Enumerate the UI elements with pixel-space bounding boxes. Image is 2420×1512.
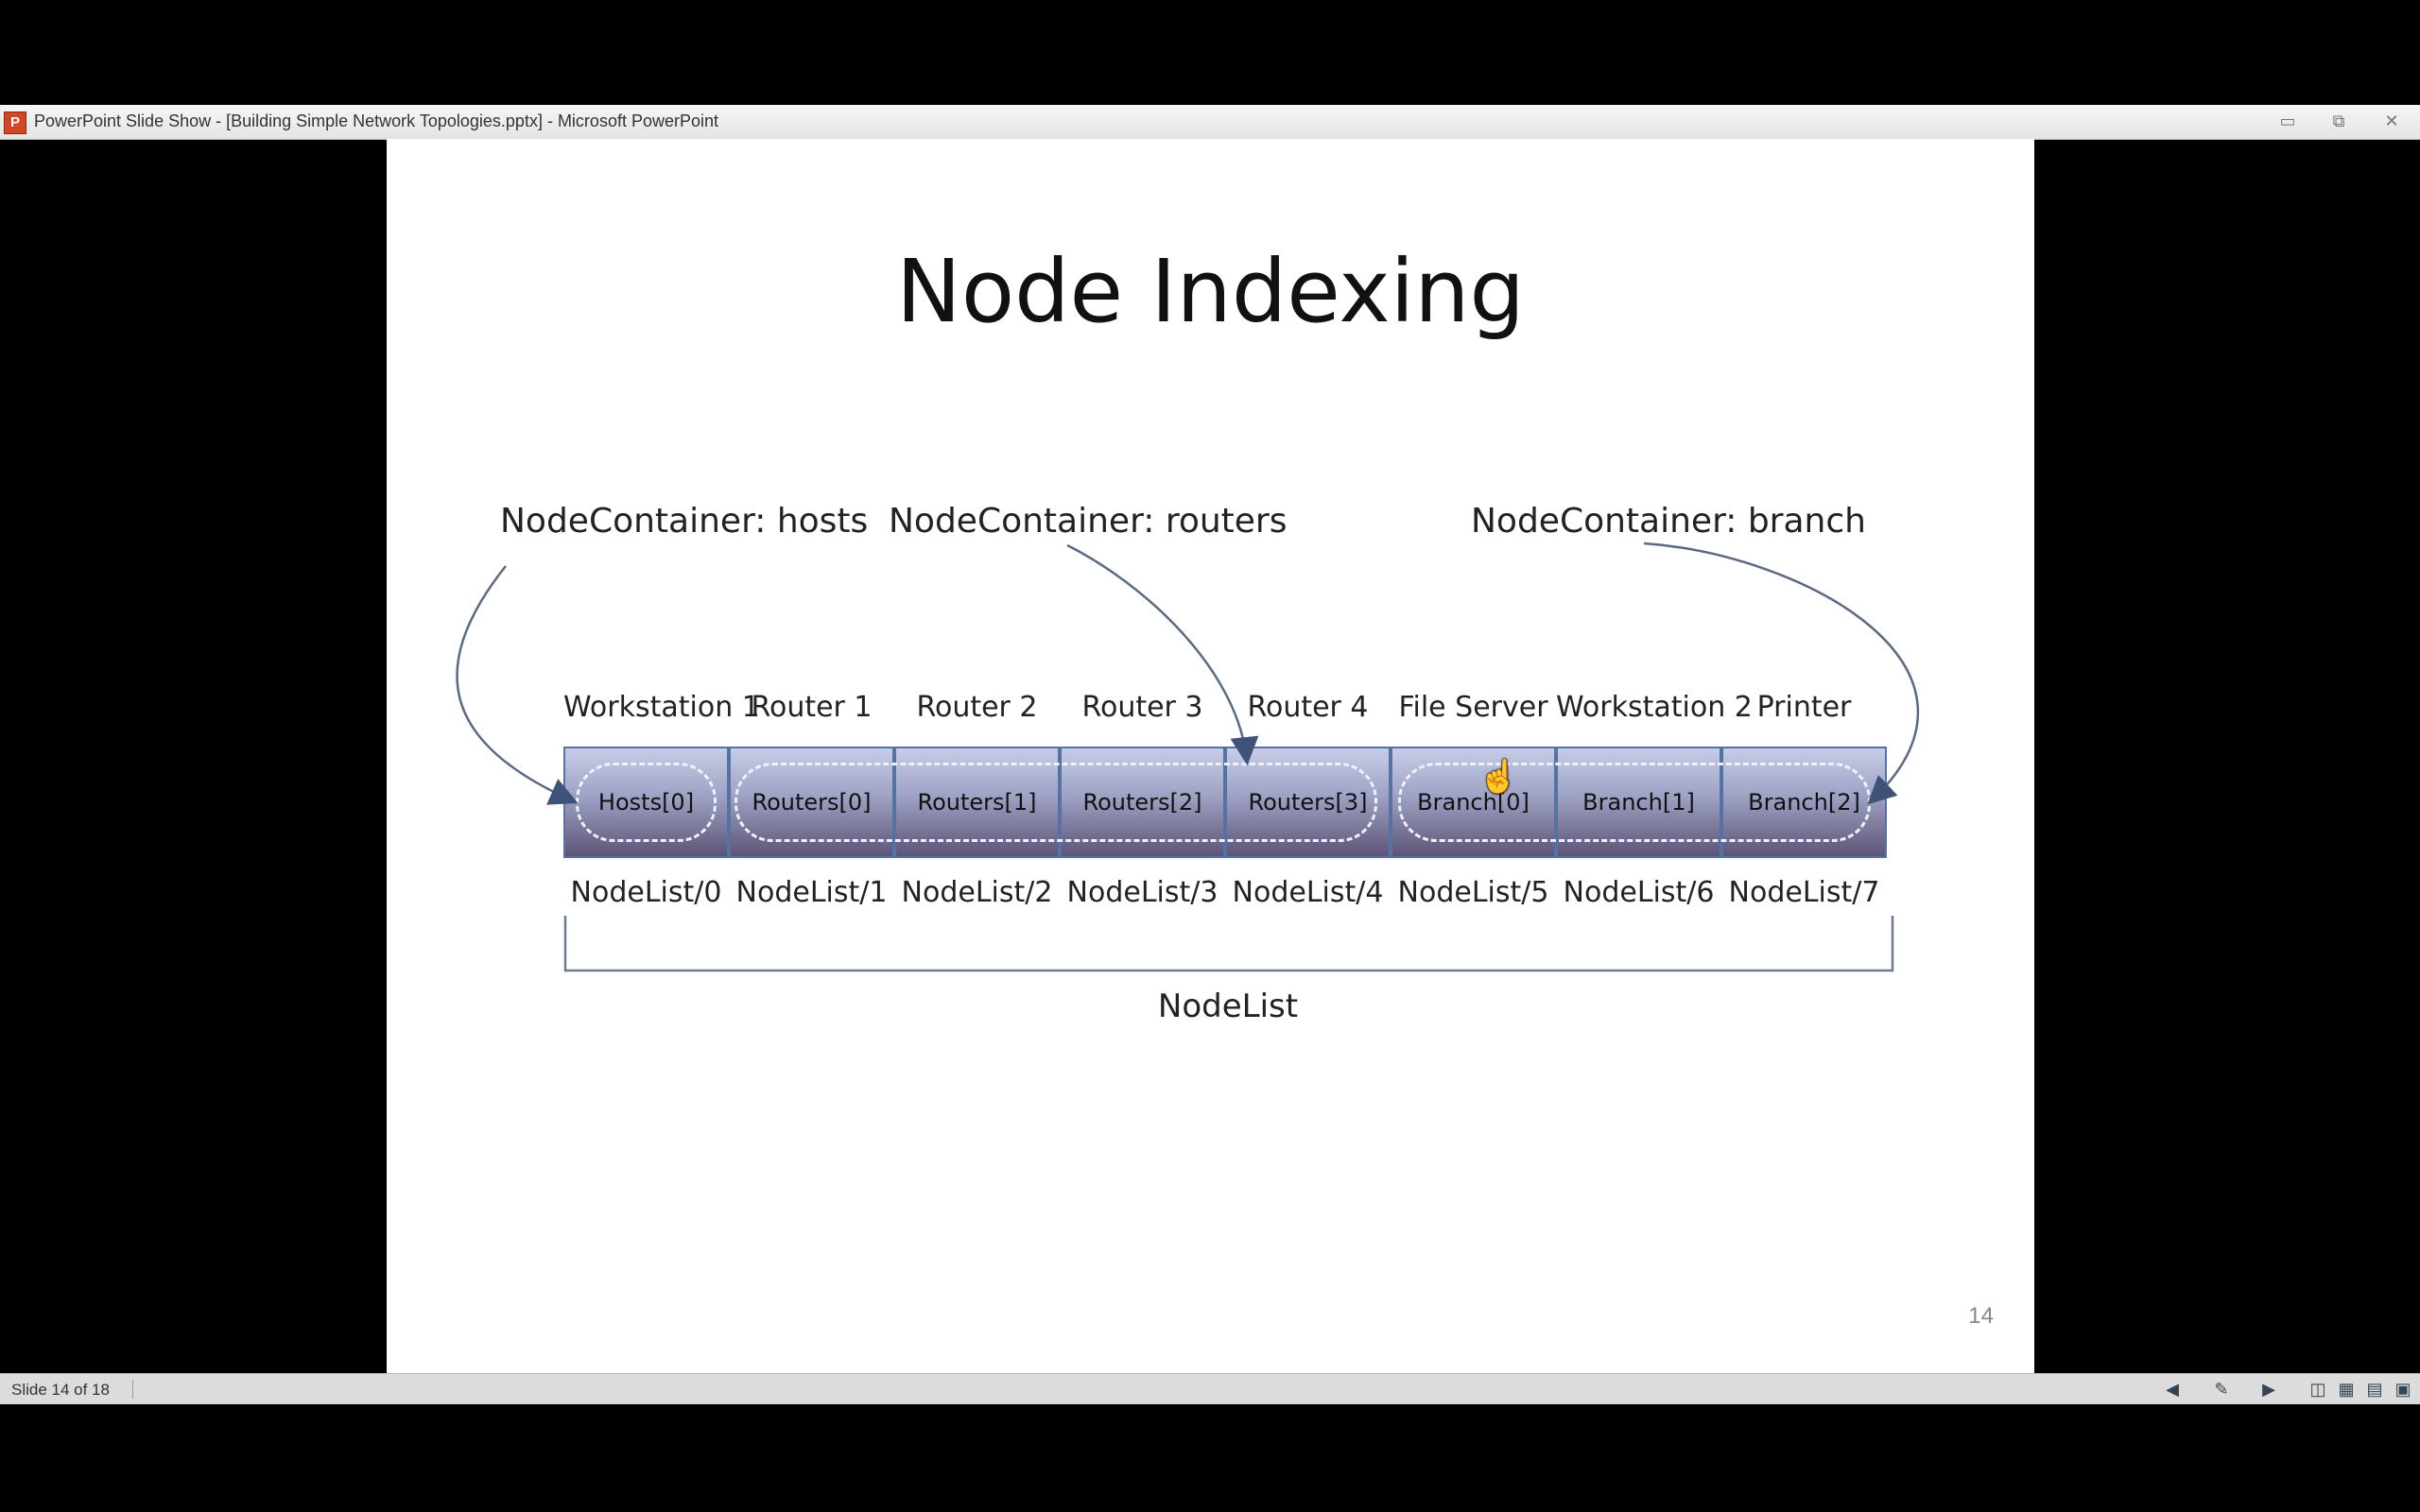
window-title: PowerPoint Slide Show - [Building Simple… [34, 112, 718, 130]
restore-icon[interactable]: ⧉ [2332, 112, 2345, 130]
node-cell-label: Routers[2] [1082, 789, 1202, 816]
node-label: Workstation 1 [563, 691, 760, 724]
nodelist-index-label: NodeList/0 [570, 876, 722, 909]
hosts-arrow [456, 565, 579, 805]
slide-canvas[interactable]: Node Indexing NodeContainer: hosts NodeC… [387, 139, 2034, 1373]
nodelist-index-label: NodeList/4 [1232, 876, 1384, 909]
slide-title: Node Indexing [896, 241, 1525, 342]
nodelist-index-label: NodeList/5 [1397, 876, 1549, 909]
hand-cursor-icon: ☝ [1478, 759, 1519, 795]
routers-arrow [1066, 543, 1259, 765]
powerpoint-app-icon: P [4, 112, 26, 134]
nodelist-index-label: NodeList/1 [735, 876, 888, 909]
container-label-routers: NodeContainer: routers [889, 502, 1288, 541]
slide-sorter-icon[interactable]: ▦ [2338, 1380, 2355, 1399]
container-label-branch: NodeContainer: branch [1471, 502, 1866, 541]
node-cell-label: Routers[1] [917, 789, 1037, 816]
nodelist-index-label: NodeList/2 [901, 876, 1053, 909]
routers-group-outline [735, 763, 1377, 842]
node-label: Router 1 [751, 691, 873, 724]
node-label: Router 3 [1081, 691, 1203, 724]
slide-number: 14 [1968, 1303, 1994, 1329]
status-bar: Slide 14 of 18 ◀ ✎ ▶ ◫ ▦ ▤ ▣ [0, 1373, 2420, 1404]
node-label: Workstation 2 [1556, 691, 1753, 724]
slideshow-icon[interactable]: ▣ [2394, 1380, 2411, 1399]
diagram-connectors [456, 541, 1920, 972]
next-arrow-icon[interactable]: ▶ [2262, 1380, 2275, 1399]
minimize-icon[interactable]: ▭ [2279, 112, 2296, 130]
notes-icon[interactable]: ✎ [2214, 1380, 2229, 1399]
slide-counter: Slide 14 of 18 [11, 1381, 110, 1399]
node-cell-label: Hosts[0] [597, 789, 695, 816]
branch-arrow [1643, 541, 1920, 805]
previous-arrow-icon[interactable]: ◀ [2166, 1380, 2179, 1399]
node-cell-label: Branch[1] [1582, 789, 1695, 816]
node-label: Printer [1756, 691, 1852, 724]
nodelist-index-label: NodeList/6 [1563, 876, 1715, 909]
node-label: File Server [1398, 691, 1548, 724]
container-label-hosts: NodeContainer: hosts [500, 502, 869, 541]
nodelist-label: NodeList [1157, 988, 1299, 1025]
reading-view-icon[interactable]: ▤ [2366, 1380, 2383, 1399]
close-icon[interactable]: ✕ [2384, 112, 2399, 130]
nodelist-index-label: NodeList/7 [1728, 876, 1880, 909]
nodelist-bracket [563, 916, 1894, 972]
normal-view-icon[interactable]: ◫ [2309, 1380, 2326, 1399]
node-label: Router 2 [916, 691, 1038, 724]
nodelist-index-label: NodeList/3 [1066, 876, 1219, 909]
status-divider [132, 1380, 133, 1399]
node-label: Router 4 [1247, 691, 1369, 724]
window-titlebar: P PowerPoint Slide Show - [Building Simp… [0, 105, 2420, 140]
